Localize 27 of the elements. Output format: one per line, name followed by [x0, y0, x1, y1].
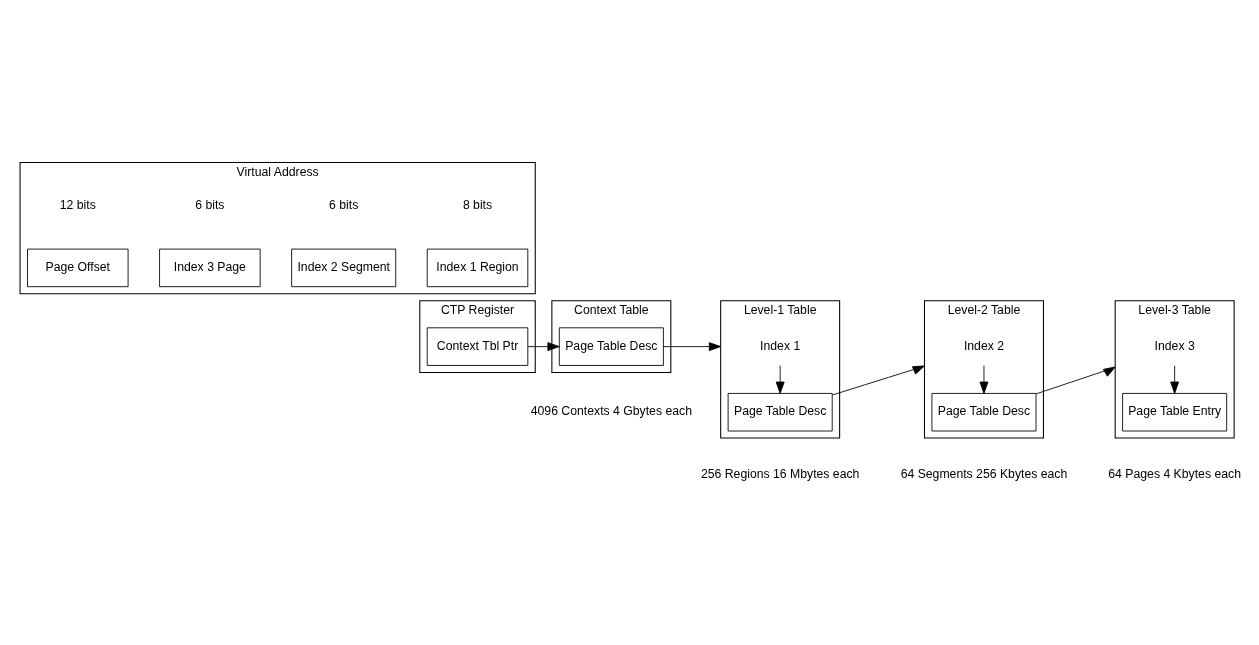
node-text: Index 2 — [963, 338, 1005, 353]
arrow — [832, 364, 925, 395]
node-box: Page Table Desc — [931, 392, 1037, 431]
arrow — [979, 364, 989, 394]
node-box: Page Table Desc — [558, 326, 664, 366]
node-box: Page Offset — [27, 248, 129, 287]
node-box: Index 1 Region — [426, 248, 529, 287]
node-label: 64 Segments 256 Kbytes each — [900, 466, 1068, 481]
arrow — [527, 341, 560, 351]
arrow — [775, 364, 785, 394]
node-box: Index 3 Page — [159, 248, 261, 287]
node-box: Page Table Entry — [1122, 392, 1228, 431]
node-text: Index 1 — [760, 338, 801, 353]
node-box: Index 2 Segment — [291, 248, 397, 287]
node-label: 12 bits — [59, 197, 96, 212]
node-label: 6 bits — [329, 197, 359, 212]
node-label: 64 Pages 4 Kbytes each — [1108, 466, 1241, 481]
node-box: Page Table Desc — [727, 392, 833, 431]
node-box: Context Tbl Ptr — [426, 326, 529, 366]
arrow — [1170, 364, 1180, 394]
node-text: Index 3 — [1154, 338, 1195, 353]
node-label: 6 bits — [195, 197, 225, 212]
node-label: 256 Regions 16 Mbytes each — [700, 466, 860, 481]
arrow — [663, 341, 722, 351]
node-label: 8 bits — [462, 197, 493, 212]
arrow — [1035, 366, 1116, 394]
node-label: 4096 Contexts 4 Gbytes each — [530, 403, 692, 418]
